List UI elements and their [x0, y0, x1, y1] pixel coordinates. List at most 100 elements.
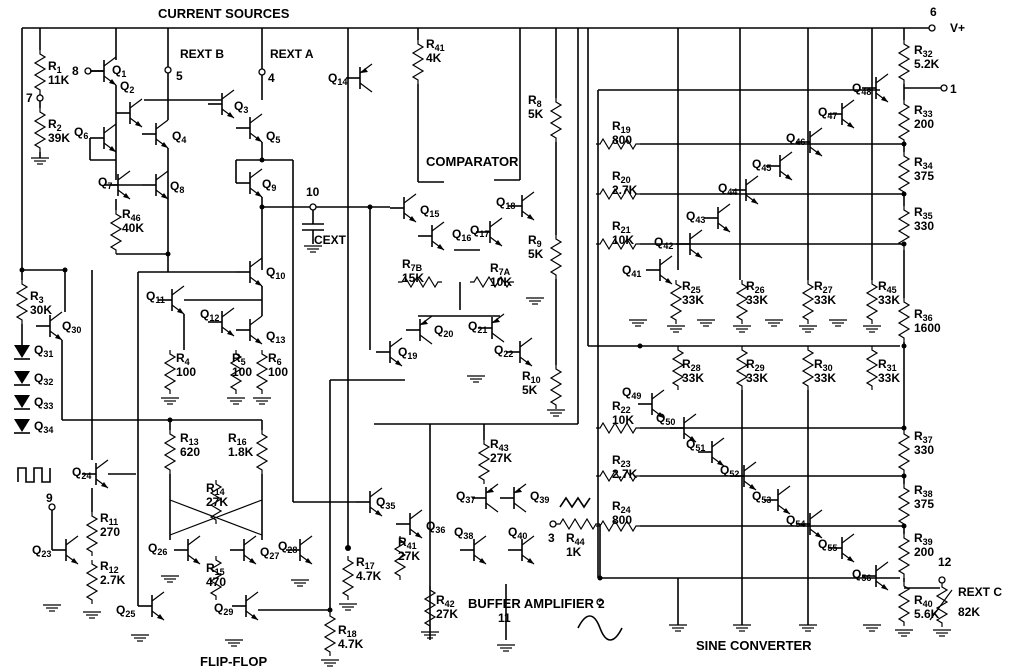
resistor-r25-label-value: 33K [682, 293, 704, 307]
transistor-q21-label: Q21 [468, 319, 487, 335]
transistor-q24-label: Q24 [72, 465, 91, 481]
transistor-q5-label: Q5 [266, 129, 280, 145]
transistor-q56-label: Q56 [852, 567, 871, 583]
rext-c-label: REXT C [958, 585, 1002, 599]
resistor-r28-label: R28 [682, 357, 701, 373]
resistor-r45-label: R45 [878, 279, 897, 295]
sine-wave-icon [577, 615, 623, 641]
resistor-r7a-label: R7A [490, 261, 511, 277]
transistor-q22-label: Q22 [494, 343, 513, 359]
cext-label: CEXT [314, 233, 347, 247]
transistor-q53-label: Q53 [752, 489, 771, 505]
resistor-r41-label: R41 [426, 37, 445, 53]
resistor-r23-label-value: 2.7K [612, 467, 638, 481]
pin-12-label: 12 [938, 555, 952, 569]
resistor-r42-label: R42 [436, 593, 455, 609]
transistor-q30-label: Q30 [62, 319, 81, 335]
bias-diode-string [13, 270, 262, 619]
resistor-r35-label-value: 330 [914, 219, 934, 233]
sine-converter-block [19, 28, 953, 637]
resistor-r39-label-value: 200 [914, 545, 934, 559]
section-title-sine-converter: SINE CONVERTER [696, 638, 812, 653]
resistor-r12-label: R12 [100, 559, 119, 575]
resistor-r6-label: R6 [268, 351, 282, 367]
resistor-r23-label: R23 [612, 453, 631, 469]
resistor-r24-label-value: 800 [612, 513, 632, 527]
transistor-q28-label: Q28 [278, 539, 297, 555]
resistor-r22-label-value: 10K [612, 413, 634, 427]
transistor-q46-label: Q46 [786, 131, 805, 147]
resistor-r8-label-value: 5K [528, 107, 544, 121]
transistor-q50-label: Q50 [656, 411, 675, 427]
resistor-r17-label-value: 4.7K [356, 569, 382, 583]
resistor-r19-label: R19 [612, 119, 631, 135]
resistor-r15-label: R15 [206, 561, 225, 577]
rext-b-label: REXT B [180, 47, 224, 61]
transistor-q42-label: Q42 [654, 235, 673, 251]
transistor-q55-label: Q55 [818, 537, 837, 553]
transistor-q6-label: Q6 [74, 125, 88, 141]
comparator-block [262, 28, 566, 417]
power-rail [21, 24, 936, 271]
transistor-q45-label: Q45 [752, 157, 771, 173]
resistor-r31-label: R31 [878, 357, 897, 373]
transistor-q20-label: Q20 [434, 323, 453, 339]
transistor-q10-label: Q10 [266, 265, 285, 281]
resistor-r26-label-value: 33K [746, 293, 768, 307]
resistor-r31-label-value: 33K [878, 371, 900, 385]
transistor-q47-label: Q47 [818, 105, 837, 121]
resistor-r16-label: R16 [228, 431, 247, 447]
transistor-q31-label: Q31 [34, 343, 53, 359]
transistor-q35-label: Q35 [376, 495, 395, 511]
transistor-q37-label: Q37 [456, 489, 475, 505]
transistor-q41-label: Q41 [622, 263, 641, 279]
resistor-r7a-label-value: 10K [490, 275, 512, 289]
resistor-r45-label-value: 33K [878, 293, 900, 307]
pin-2-label: 2 [598, 597, 605, 611]
flip-flop-block [130, 28, 405, 667]
vplus-label: V+ [950, 21, 965, 35]
resistor-r41b-label: R41 [398, 535, 417, 551]
transistor-q54-label: Q54 [786, 513, 805, 529]
section-title-buffer-amplifier: BUFFER AMPLIFIER [468, 596, 595, 611]
pin-1-label: 1 [950, 82, 957, 96]
resistor-r33-label-value: 200 [914, 117, 934, 131]
resistor-r10-label: R10 [522, 369, 541, 385]
resistor-r43-label: R43 [490, 437, 509, 453]
resistor-r38-label-value: 375 [914, 497, 934, 511]
transistor-q43-label: Q43 [686, 209, 705, 225]
resistor-r7b-label: R7B [402, 257, 423, 273]
resistor-r41-label-value: 4K [426, 51, 442, 65]
resistor-r33-label: R33 [914, 103, 933, 119]
resistor-r14-label-value: 27K [206, 495, 228, 509]
pin-10-label: 10 [306, 185, 320, 199]
pin-4-label: 4 [268, 71, 275, 85]
resistor-r13-label: R13 [180, 431, 199, 447]
resistor-r42-label-value: 27K [436, 607, 458, 621]
pin-8-label: 8 [72, 64, 79, 78]
resistor-r32-label: R32 [914, 43, 933, 59]
resistor-r3-label-value: 30K [30, 303, 52, 317]
resistor-r9-label-value: 5K [528, 247, 544, 261]
transistor-q25-label: Q25 [116, 603, 135, 619]
transistor-q9-label: Q9 [262, 177, 276, 193]
resistor-r8-label: R8 [528, 93, 542, 109]
section-title-flip-flop: FLIP-FLOP [200, 654, 267, 669]
resistor-r38-label: R38 [914, 483, 933, 499]
resistor-r36-label: R36 [914, 307, 933, 323]
transistor-q17-label: Q17 [470, 223, 489, 239]
resistor-r28-label-value: 33K [682, 371, 704, 385]
resistor-rextc_val-value: 82K [958, 605, 980, 619]
transistor-q26-label: Q26 [148, 541, 167, 557]
transistor-q38-label: Q38 [454, 525, 473, 541]
transistor-q12-label: Q12 [200, 307, 219, 323]
resistor-r24-label: R24 [612, 499, 631, 515]
resistor-r37-label: R37 [914, 429, 933, 445]
resistor-r11-label-value: 270 [100, 525, 120, 539]
resistor-r21-label-value: 10K [612, 233, 634, 247]
transistor-q15-label: Q15 [420, 203, 439, 219]
transistor-q51-label: Q51 [686, 437, 705, 453]
resistor-r30-label-value: 33K [814, 371, 836, 385]
resistor-r44-label: R44 [566, 531, 585, 547]
